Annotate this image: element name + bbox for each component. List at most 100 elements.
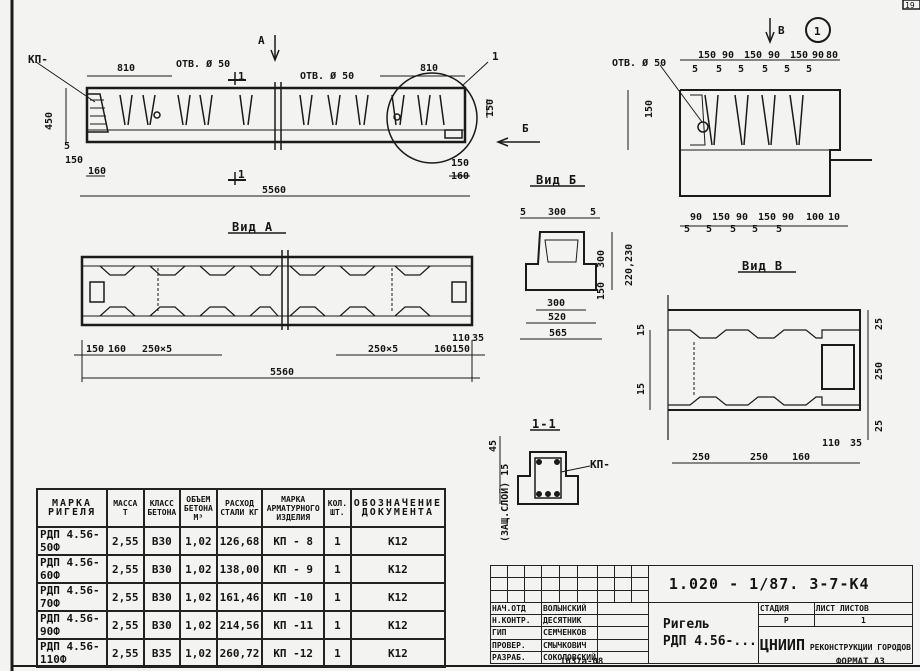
- dim-250x5-left: 250×5: [142, 344, 172, 355]
- spec-header-row: МАРКА РИГЕЛЯ МАССА Т КЛАСС БЕТОНА ОБЪЕМ …: [35, 488, 447, 528]
- person-check: СМЫЧКОВИЧ: [540, 638, 598, 652]
- node-dim: 90: [812, 50, 824, 61]
- spec-cell: 138,00: [215, 554, 264, 584]
- role-author: РАЗРАБ.: [490, 650, 542, 665]
- spec-cell: 161,46: [215, 582, 264, 612]
- spec-cell: КП -11: [261, 610, 326, 640]
- node-sub-dim: 5: [684, 224, 690, 235]
- callout-number: 1: [492, 50, 499, 63]
- view-v-labels: Вид В 15 15 25 250 25 110 35 250 250 160: [636, 259, 885, 463]
- spec-cell: 126,68: [215, 526, 264, 556]
- stage-header: СТАДИЯ: [757, 601, 815, 616]
- node-sub-dim: 5: [806, 64, 812, 75]
- node-sub-dim: 5: [784, 64, 790, 75]
- node-dim: 10: [828, 212, 840, 223]
- dim-250x5-right: 250×5: [368, 344, 398, 355]
- node-dim: 90: [722, 50, 734, 61]
- dim-110: 110: [822, 438, 840, 449]
- cut-marker-bottom: 1: [238, 168, 245, 181]
- node-dim: 90: [736, 212, 748, 223]
- spec-cell: 1,02: [179, 554, 218, 584]
- dim-150-right: 150: [452, 344, 470, 355]
- dim-35: 35: [472, 333, 484, 344]
- dim-150: 150: [86, 344, 104, 355]
- dim-25-bottom: 25: [874, 420, 885, 432]
- org-line2: ГОРОДОВ: [877, 643, 911, 653]
- signature-4: [596, 638, 649, 652]
- spec-cell: РДП 4.56-70Ф: [35, 582, 109, 612]
- spec-cell: К12: [349, 610, 447, 640]
- node-dim: 100: [806, 212, 824, 223]
- dim-300-bottom: 300: [547, 298, 565, 309]
- node-sub-dim: 5: [762, 64, 768, 75]
- dim-5-right: 5: [590, 207, 596, 218]
- spec-cell: 2,55: [106, 554, 145, 584]
- node-dim: 150: [698, 50, 716, 61]
- spec-cell: В30: [142, 526, 182, 556]
- spec-cell: КП -12: [261, 638, 326, 668]
- spec-cell: 2,55: [106, 582, 145, 612]
- section-1-1: [499, 429, 591, 505]
- cut-marker-top: 1: [238, 70, 245, 83]
- dim-150-right: 150: [485, 99, 496, 117]
- view-a: [74, 232, 485, 382]
- view-b-marker: Б: [522, 122, 529, 135]
- person-author: СОКОЛОВСКИЙ: [540, 650, 598, 665]
- dim-5560-elevation: 5560: [262, 185, 286, 196]
- dim-150-vertical: 150: [596, 282, 607, 300]
- role-check: ПРОВЕР.: [490, 638, 542, 652]
- sheet-headers: ЛИСТ ЛИСТОВ: [813, 601, 914, 616]
- dim-5-left: 5: [520, 207, 526, 218]
- header-document: ОБОЗНАЧЕНИЕ ДОКУМЕНТА: [349, 488, 447, 528]
- section-kp-label: КП-: [590, 458, 610, 471]
- stamp-row-3: ГИП СЕМЧЕНКОВ ЦНИИП РЕКОНСТРУКЦИИ ГОРОДО…: [490, 626, 914, 664]
- spec-cell: 214,56: [215, 610, 264, 640]
- spec-cell: К12: [349, 638, 447, 668]
- dim-810-left: 810: [117, 63, 135, 74]
- view-b-labels: Вид Б 5 300 5 150 300 220,230 300 520 56…: [520, 173, 635, 339]
- view-b: [520, 185, 613, 340]
- dim-150-left: 150: [65, 155, 83, 166]
- spec-cell: РДП 4.56-60Ф: [35, 554, 109, 584]
- elevation-labels: КП- 810 ОТВ. Ø 50 ОТВ. Ø 50 810 1 А 1 1 …: [28, 34, 529, 196]
- spec-cell: 1,02: [179, 610, 218, 640]
- spec-cell: В30: [142, 610, 182, 640]
- header-concrete-volume: ОБЪЕМ БЕТОНА М³: [179, 488, 218, 528]
- node-sub-dim: 5: [738, 64, 744, 75]
- spec-cell: 1,02: [179, 526, 218, 556]
- dim-220-230: 220,230: [624, 244, 635, 286]
- spec-cell: КП - 9: [261, 554, 326, 584]
- spec-cell: 1: [323, 554, 352, 584]
- sheet-header: ЛИСТ: [815, 603, 836, 613]
- node-sub-dim: 5: [730, 224, 736, 235]
- item-name-line1: Ригель: [662, 616, 710, 632]
- node-dim: 90: [782, 212, 794, 223]
- person-norm: ДЕСЯТНИК: [540, 613, 598, 628]
- signature-2: [596, 613, 649, 628]
- spec-cell: 1: [323, 526, 352, 556]
- view-a-title: Вид А: [232, 220, 273, 234]
- node-sub-dim: 5: [776, 224, 782, 235]
- dim-520: 520: [548, 312, 566, 323]
- dim-35: 35: [850, 438, 862, 449]
- view-v: [649, 271, 869, 464]
- specification-table: МАРКА РИГЕЛЯ МАССА Т КЛАСС БЕТОНА ОБЪЕМ …: [35, 488, 447, 668]
- dim-250-a: 250: [692, 452, 710, 463]
- dim-300-vertical: 300: [596, 250, 607, 268]
- document-code: 1.020 - 1/87. 3-7-К4: [647, 565, 914, 603]
- node-dim-150: 150: [644, 100, 655, 118]
- section-a-marker: А: [258, 34, 265, 47]
- node-number: 1: [814, 25, 821, 38]
- sheet-number: 19: [905, 1, 915, 10]
- header-steel: РАСХОД СТАЛИ КГ: [215, 488, 264, 528]
- spec-cell: К12: [349, 582, 447, 612]
- header-concrete-class: КЛАСС БЕТОНА: [142, 488, 182, 528]
- node-hole-label: ОТВ. Ø 50: [612, 57, 666, 69]
- role-gip: ГИП: [490, 626, 542, 640]
- dim-160-left: 160: [88, 166, 106, 177]
